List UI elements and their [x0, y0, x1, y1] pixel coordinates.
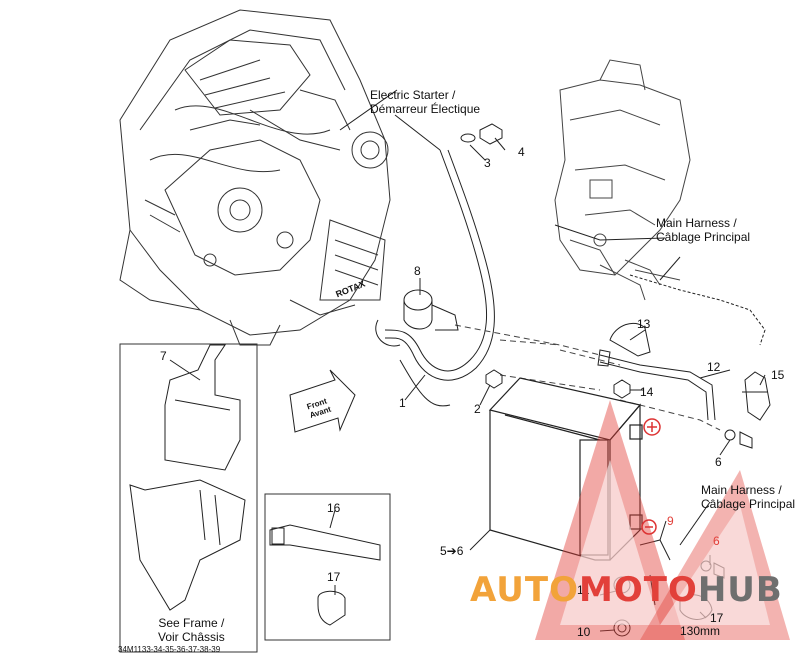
callout-11: 11 [577, 583, 590, 597]
label-main-harness-top-en: Main Harness / [656, 216, 737, 230]
callout-14: 14 [640, 385, 654, 399]
callout-3: 3 [484, 156, 491, 170]
label-electric-starter-fr: Démarreur Électique [370, 102, 481, 116]
main-harness-wire [629, 274, 766, 346]
terminal-boot-15 [742, 371, 771, 421]
callout-leaders [169, 89, 766, 632]
label-length: 130mm [680, 624, 721, 638]
watermark-auto: AUTO [470, 570, 579, 610]
label-electric-starter: Electric Starter / Démarreur Électique [370, 88, 480, 116]
label-main-harness-right-en: Main Harness / [701, 483, 782, 497]
callout-6b: 6 [713, 534, 720, 548]
callout-12: 12 [707, 360, 721, 374]
engine-illustration [119, 9, 391, 346]
watermark-logo [535, 400, 790, 640]
callout-6a: 6 [715, 455, 722, 469]
label-main-harness-right: Main Harness / Câblage Principal [701, 483, 795, 511]
polarity-marks [641, 418, 661, 535]
callout-7: 7 [160, 349, 167, 363]
label-main-harness-top: Main Harness / Câblage Principal [656, 216, 750, 244]
label-see-frame-fr: Voir Châssis [158, 630, 225, 644]
callout-17b: 17 [710, 611, 724, 625]
frame-illustration [554, 59, 691, 286]
leader-dashed-lines [454, 324, 721, 431]
callout-8: 8 [414, 264, 421, 278]
front-arrow [289, 369, 356, 433]
starter-cable [375, 149, 495, 407]
label-electric-starter-en: Electric Starter / [370, 88, 456, 102]
detail-box-right [264, 493, 391, 641]
callout-1: 1 [399, 396, 406, 410]
label-main-harness-top-fr: Câblage Principal [656, 230, 751, 244]
watermark-hub: HUB [697, 570, 783, 610]
callout-13: 13 [637, 317, 651, 331]
label-main-harness-right-fr: Câblage Principal [701, 497, 796, 511]
callout-2: 2 [474, 402, 481, 416]
terminal-boot-13 [609, 322, 651, 357]
watermark-text: AUTOMOTOHUB [470, 572, 783, 608]
solenoid [403, 289, 459, 331]
callout-9: 9 [667, 514, 674, 528]
detail-box-left [119, 343, 258, 653]
positive-cable [597, 349, 716, 421]
callout-17a: 17 [327, 570, 341, 584]
sheet-reference: 34M1133-34-35-36-37-38-39 [118, 645, 221, 654]
callout-16: 16 [327, 501, 341, 515]
callout-15: 15 [771, 368, 785, 382]
label-see-frame: See Frame / Voir Châssis [158, 616, 225, 644]
callout-5-6: 5➔6 [440, 544, 464, 558]
callout-4: 4 [518, 145, 525, 159]
watermark-moto: MOTO [578, 570, 698, 610]
callout-10: 10 [577, 625, 591, 639]
label-see-frame-en: See Frame / [158, 616, 225, 630]
